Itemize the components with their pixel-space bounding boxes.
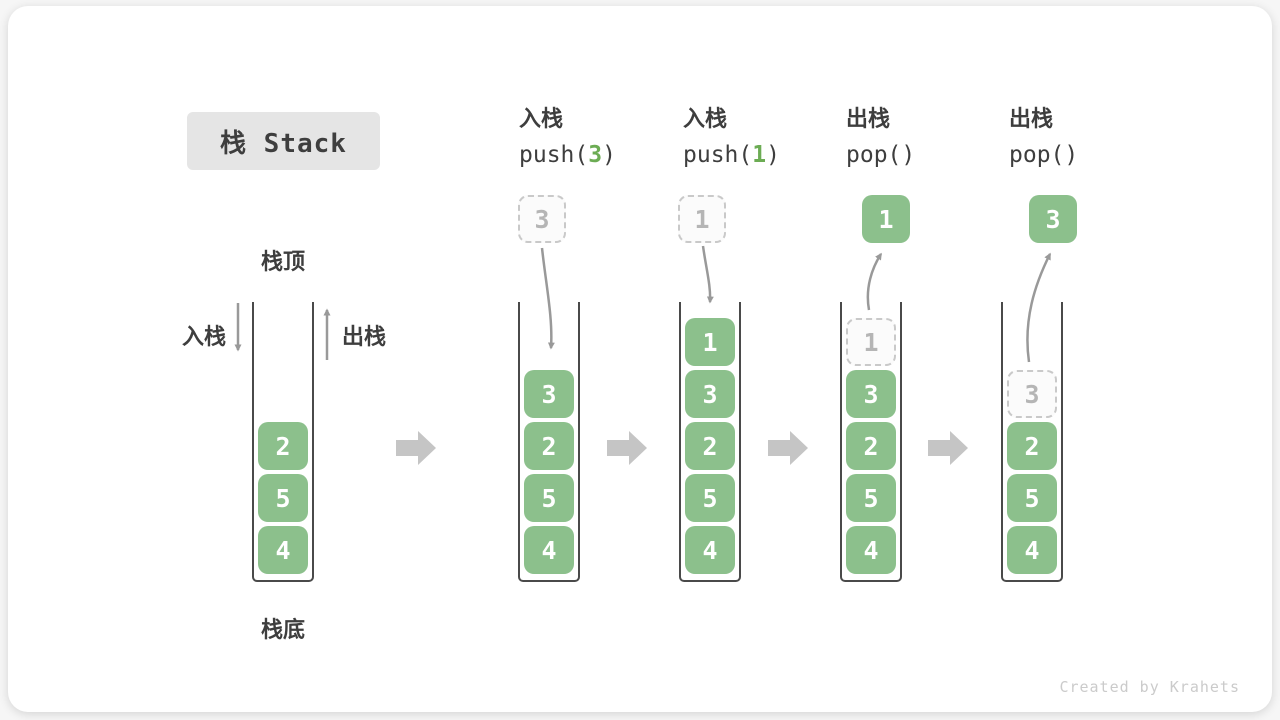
stack-cell: 3 (524, 370, 574, 418)
incoming-value-box: 1 (678, 195, 726, 243)
stack-cell: 5 (524, 474, 574, 522)
op-header-pop-1: 出栈 pop() (846, 105, 1016, 169)
stack-cell: 1 (846, 318, 896, 366)
op-label: 出栈 (846, 107, 891, 132)
code-suffix: ) (766, 142, 780, 168)
op-header-push-1: 入栈 push(1) (683, 105, 853, 169)
incoming-value-box: 3 (518, 195, 566, 243)
op-code: pop() (1009, 141, 1179, 169)
op-label: 出栈 (1009, 107, 1054, 132)
stack-cell: 3 (1007, 370, 1057, 418)
stack-cell: 4 (1007, 526, 1057, 574)
stack-cell: 4 (846, 526, 896, 574)
code-prefix: push( (683, 142, 753, 168)
stack-cell: 5 (846, 474, 896, 522)
stack-cell: 2 (846, 422, 896, 470)
popped-value-box: 1 (862, 195, 910, 243)
stack-cell: 3 (685, 370, 735, 418)
pop-side-label: 出栈 (342, 325, 387, 350)
stack-cell: 1 (685, 318, 735, 366)
code-prefix: push( (519, 142, 589, 168)
stack-cell: 5 (1007, 474, 1057, 522)
op-label: 入栈 (683, 107, 728, 132)
op-header-push-3: 入栈 push(3) (519, 105, 689, 169)
op-code: push(1) (683, 141, 853, 169)
stack-cell: 4 (258, 526, 308, 574)
code-prefix: pop( (846, 142, 902, 168)
stack-cell: 2 (524, 422, 574, 470)
watermark: Created by Krahets (1059, 678, 1240, 696)
stack-bottom-label: 栈底 (260, 618, 305, 643)
code-suffix: ) (602, 142, 616, 168)
popped-value-box: 3 (1029, 195, 1077, 243)
code-arg: 1 (752, 142, 767, 168)
op-header-pop-3: 出栈 pop() (1009, 105, 1179, 169)
stack-cell: 5 (685, 474, 735, 522)
diagram-title: 栈 Stack (187, 112, 380, 170)
stack-cell: 5 (258, 474, 308, 522)
op-code: push(3) (519, 141, 689, 169)
op-code: pop() (846, 141, 1016, 169)
code-arg: 3 (588, 142, 603, 168)
stack-cell: 2 (1007, 422, 1057, 470)
stack-cell: 2 (685, 422, 735, 470)
code-suffix: ) (1064, 142, 1079, 168)
stack-top-label: 栈顶 (260, 250, 305, 275)
code-suffix: ) (901, 142, 916, 168)
op-label: 入栈 (519, 107, 564, 132)
code-prefix: pop( (1009, 142, 1065, 168)
stack-cell: 2 (258, 422, 308, 470)
stack-cell: 4 (524, 526, 574, 574)
push-side-label: 入栈 (181, 325, 226, 350)
stack-cell: 4 (685, 526, 735, 574)
stack-cell: 3 (846, 370, 896, 418)
